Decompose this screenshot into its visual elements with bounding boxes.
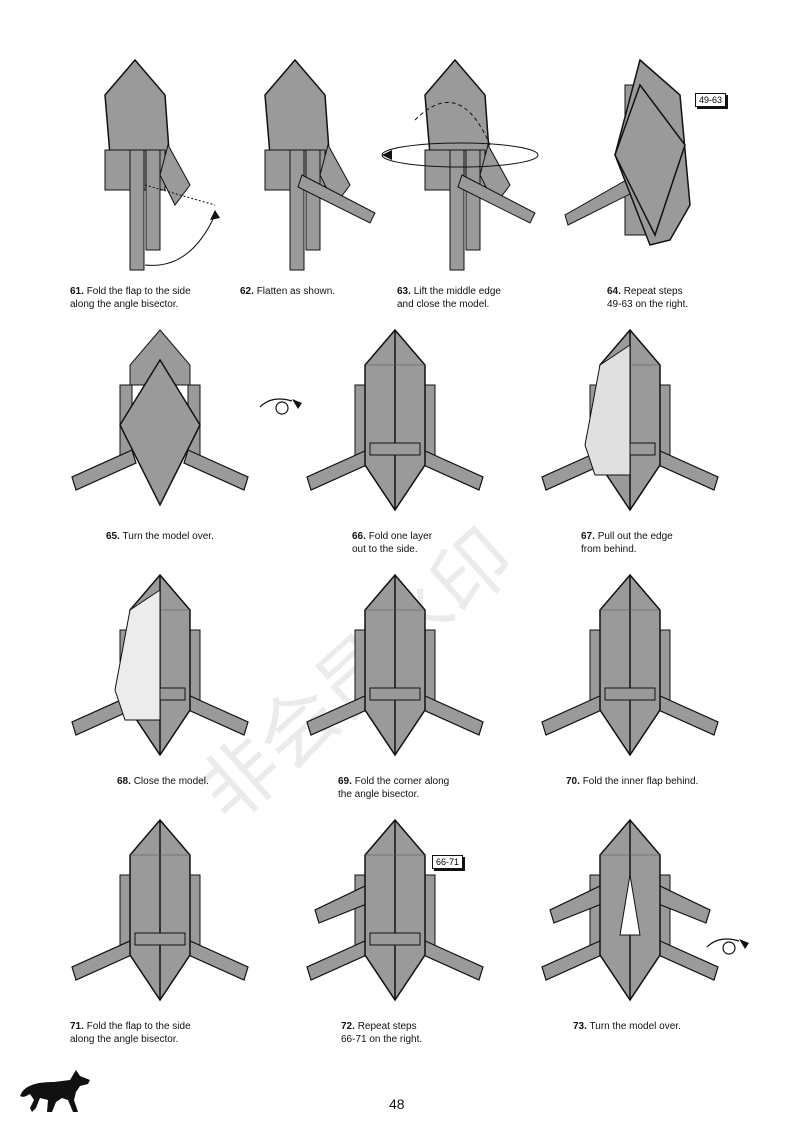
step-text-line: Repeat steps xyxy=(623,286,683,297)
step-text-line: the angle bisector. xyxy=(338,789,420,800)
wolf-logo-icon xyxy=(20,1070,90,1112)
step-text-line: Fold the inner flap behind. xyxy=(582,776,699,787)
step-caption: 65. Turn the model over. xyxy=(106,530,214,543)
step-70-diagram xyxy=(541,573,719,757)
step-67-diagram xyxy=(541,328,719,512)
step-text-line: along the angle bisector. xyxy=(70,299,179,310)
step-text-line: Close the model. xyxy=(133,776,209,787)
step-caption: 71. Fold the flap to the side along the a… xyxy=(70,1020,191,1046)
step-caption: 66. Fold one layer out to the side. xyxy=(352,530,432,556)
step-66-diagram xyxy=(306,328,484,512)
step-number: 63. xyxy=(397,286,411,297)
step-number: 68. xyxy=(117,776,131,787)
step-number: 67. xyxy=(581,531,595,542)
step-text-line: Turn the model over. xyxy=(589,1021,681,1032)
step-text-line: 66-71 on the right. xyxy=(341,1034,423,1045)
step-caption: 72. Repeat steps 66-71 on the right. xyxy=(341,1020,422,1046)
step-64-diagram xyxy=(564,58,691,246)
step-text-line: Flatten as shown. xyxy=(256,286,336,297)
step-text-line: Fold the corner along xyxy=(354,776,450,787)
step-61-diagram xyxy=(104,58,220,271)
step-caption: 70. Fold the inner flap behind. xyxy=(566,775,698,788)
step-number: 66. xyxy=(352,531,366,542)
step-text-line: Turn the model over. xyxy=(122,531,214,542)
step-number: 72. xyxy=(341,1021,355,1032)
step-69-diagram xyxy=(306,573,484,757)
step-text-line: along the angle bisector. xyxy=(70,1034,179,1045)
step-caption: 64. Repeat steps 49-63 on the right. xyxy=(607,285,688,311)
step-number: 65. xyxy=(106,531,120,542)
step-text-line: and close the model. xyxy=(397,299,490,310)
step-62-diagram xyxy=(264,58,376,271)
step-caption: 69. Fold the corner along the angle bisec… xyxy=(338,775,449,801)
step-number: 70. xyxy=(566,776,580,787)
step-text-line: Lift the middle edge xyxy=(413,286,501,297)
step-caption: 63. Lift the middle edge and close the mo… xyxy=(397,285,501,311)
turn-over-icon xyxy=(706,938,749,955)
step-number: 71. xyxy=(70,1021,84,1032)
step-number: 61. xyxy=(70,286,84,297)
step-text-line: Fold the flap to the side xyxy=(86,286,191,297)
repeat-steps-label: 66-71 xyxy=(432,855,464,869)
step-caption: 73. Turn the model over. xyxy=(573,1020,681,1033)
step-65-diagram xyxy=(71,329,249,507)
step-text-line: from behind. xyxy=(581,544,637,555)
step-73-diagram xyxy=(541,818,719,1002)
step-text-line: 49-63 on the right. xyxy=(607,299,689,310)
step-number: 62. xyxy=(240,286,254,297)
step-number: 69. xyxy=(338,776,352,787)
repeat-steps-label: 49-63 xyxy=(695,93,727,107)
step-72-diagram xyxy=(306,818,484,1002)
step-caption: 61. Fold the flap to the side along the a… xyxy=(70,285,191,311)
step-71-diagram xyxy=(71,818,249,1002)
turn-over-icon xyxy=(259,398,302,415)
step-text-line: out to the side. xyxy=(352,544,418,555)
step-63-diagram xyxy=(381,58,539,271)
step-text-line: Pull out the edge xyxy=(597,531,673,542)
page-number: 48 xyxy=(389,1096,405,1112)
step-68-diagram xyxy=(71,573,249,757)
step-caption: 62. Flatten as shown. xyxy=(240,285,335,298)
step-text-line: Fold the flap to the side xyxy=(86,1021,191,1032)
step-number: 64. xyxy=(607,286,621,297)
step-number: 73. xyxy=(573,1021,587,1032)
step-caption: 67. Pull out the edge from behind. xyxy=(581,530,673,556)
step-text-line: Fold one layer xyxy=(368,531,433,542)
step-text-line: Repeat steps xyxy=(357,1021,417,1032)
step-caption: 68. Close the model. xyxy=(117,775,209,788)
